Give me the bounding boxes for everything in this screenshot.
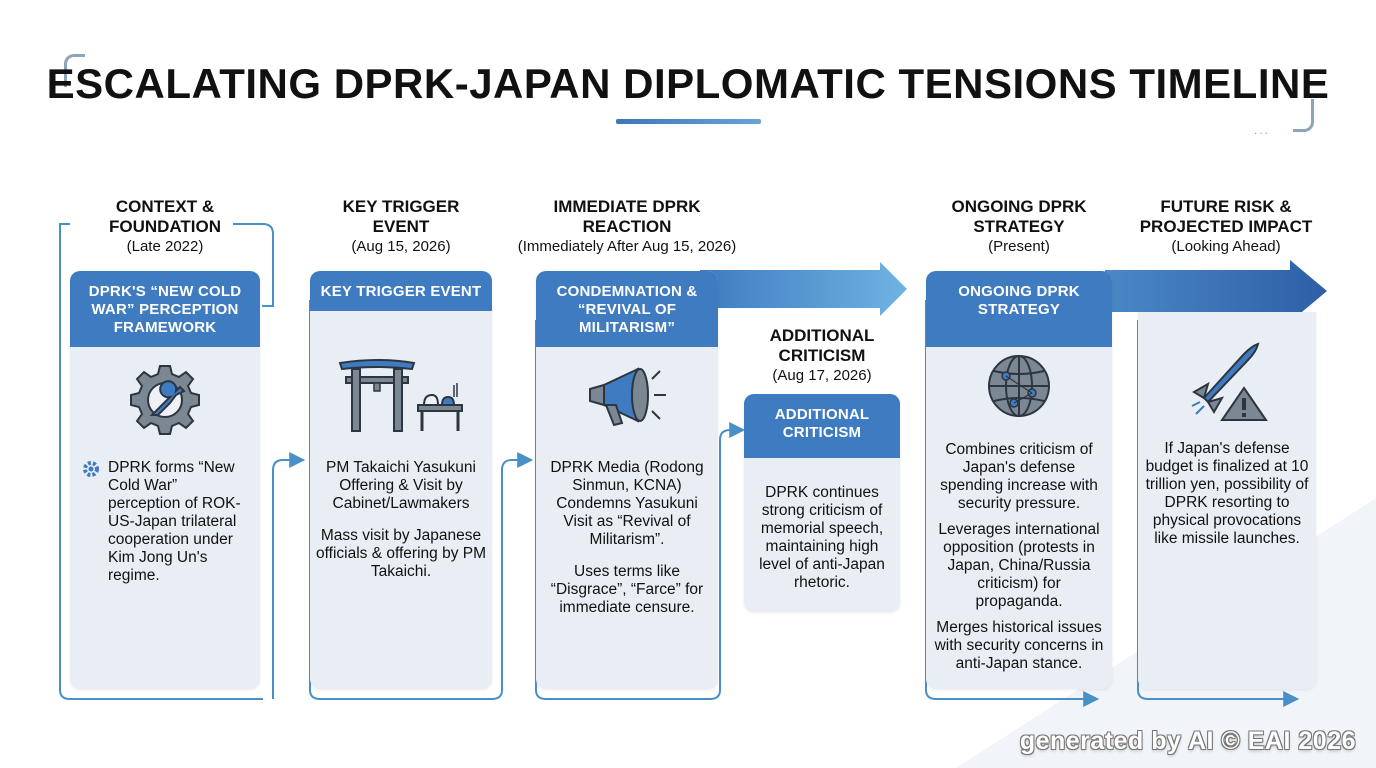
step-card: ONGOING DPRK STRATEGY Combines criticism… [926, 271, 1112, 689]
step-period: (Aug 15, 2026) [351, 238, 451, 255]
step-heading-line: FOUNDATION [108, 217, 222, 236]
card-text: If Japan's defense budget is finalized a… [1142, 440, 1312, 562]
step-period: (Late 2022) [126, 238, 204, 255]
step-connector [309, 300, 534, 700]
step-heading-line: CONTEXT & [115, 197, 215, 216]
step-heading-line: PROJECTED IMPACT [1139, 217, 1313, 236]
step-connector [1137, 320, 1300, 707]
card-text: DPRK Media (Rodong Sinmun, KCNA) Condemn… [542, 459, 712, 631]
step-heading-line: EVENT [372, 217, 430, 236]
step-heading: ADDITIONAL CRITICISM (Aug 17, 2026) [744, 326, 900, 386]
card-title: CONDEMNATION & “REVIVAL OF MILITARISM” [536, 271, 718, 347]
gear-wrench-icon [128, 363, 202, 437]
step-card: DPRK'S “NEW COLD WAR” PERCEPTION FRAMEWO… [70, 271, 260, 689]
step-heading-line: STRATEGY [973, 217, 1065, 236]
step-card: KEY TRIGGER EVENT PM Takaichi Yasukuni O… [310, 271, 492, 689]
card-paragraph: DPRK Media (Rodong Sinmun, KCNA) Condemn… [550, 459, 704, 548]
step-heading: ONGOING DPRK STRATEGY (Present) [926, 197, 1112, 257]
megaphone-icon [584, 361, 670, 431]
card-text: Combines criticism of Japan's defense sp… [932, 441, 1106, 687]
step-period: (Looking Ahead) [1171, 238, 1281, 255]
card-paragraph: If Japan's defense budget is finalized a… [1145, 440, 1309, 547]
card-text: PM Takaichi Yasukuni Offering & Visit by… [316, 459, 486, 595]
card-text: DPRK continues strong criticism of memor… [750, 484, 894, 606]
gear-bullet-icon [82, 460, 100, 478]
card-title: KEY TRIGGER EVENT [310, 271, 492, 311]
card-paragraph: Merges historical issues with security c… [934, 619, 1104, 672]
progress-arrow [700, 262, 907, 316]
step-period: (Aug 17, 2026) [772, 367, 872, 384]
card-paragraph: DPRK continues strong criticism of memor… [759, 484, 885, 591]
step-period: (Immediately After Aug 15, 2026) [517, 238, 737, 255]
step-heading-line: ADDITIONAL [769, 326, 875, 345]
missile-warning-icon [1186, 340, 1270, 422]
card-paragraph: Mass visit by Japanese officials & offer… [316, 527, 487, 580]
torii-shrine-icon [338, 357, 468, 435]
card-title: ADDITIONAL CRITICISM [744, 394, 900, 458]
card-paragraph: Combines criticism of Japan's defense sp… [940, 441, 1098, 512]
step-heading-line: IMMEDIATE DPRK [553, 197, 701, 216]
card-paragraph: Uses terms like “Disgrace”, “Farce” for … [550, 563, 704, 616]
step-heading-line: FUTURE RISK & [1160, 197, 1292, 216]
step-card: ADDITIONAL CRITICISM DPRK continues stro… [744, 394, 900, 612]
card-title: DPRK'S “NEW COLD WAR” PERCEPTION FRAMEWO… [70, 271, 260, 347]
step-connector [535, 320, 746, 700]
progress-arrow [1105, 260, 1327, 322]
step-heading: IMMEDIATE DPRK REACTION (Immediately Aft… [500, 197, 754, 257]
watermark: generated by AI © EAI 2026 [1019, 727, 1356, 755]
page-title: ESCALATING DPRK-JAPAN DIPLOMATIC TENSION… [46, 60, 1330, 107]
card-paragraph: Leverages international opposition (prot… [938, 521, 1100, 610]
step-heading: KEY TRIGGER EVENT (Aug 15, 2026) [310, 197, 492, 257]
card-paragraph: DPRK forms “New Cold War” perception of … [108, 459, 241, 584]
step-heading-line: ONGOING DPRK [951, 197, 1087, 216]
step-card: CONDEMNATION & “REVIVAL OF MILITARISM” D… [536, 271, 718, 689]
title-corner-dots: ... [1254, 123, 1271, 137]
step-heading-line: REACTION [582, 217, 672, 236]
step-heading-line: KEY TRIGGER [342, 197, 460, 216]
step-heading-line: CRITICISM [778, 346, 866, 365]
card-title: ONGOING DPRK STRATEGY [926, 271, 1112, 347]
title-underline [616, 119, 761, 124]
globe-network-icon [984, 351, 1054, 421]
step-connector [59, 223, 263, 700]
step-heading: CONTEXT & FOUNDATION (Late 2022) [70, 197, 260, 257]
step-heading: FUTURE RISK & PROJECTED IMPACT (Looking … [1130, 197, 1322, 257]
step-connector [233, 223, 274, 307]
step-period: (Present) [988, 238, 1050, 255]
title-corner-bracket [1293, 99, 1314, 132]
step-connector [925, 300, 1100, 707]
step-card: If Japan's defense budget is finalized a… [1138, 312, 1316, 689]
card-text: DPRK forms “New Cold War” perception of … [108, 459, 248, 599]
title-corner-bracket [64, 54, 85, 87]
step-connector [272, 452, 306, 699]
card-paragraph: PM Takaichi Yasukuni Offering & Visit by… [326, 459, 476, 512]
